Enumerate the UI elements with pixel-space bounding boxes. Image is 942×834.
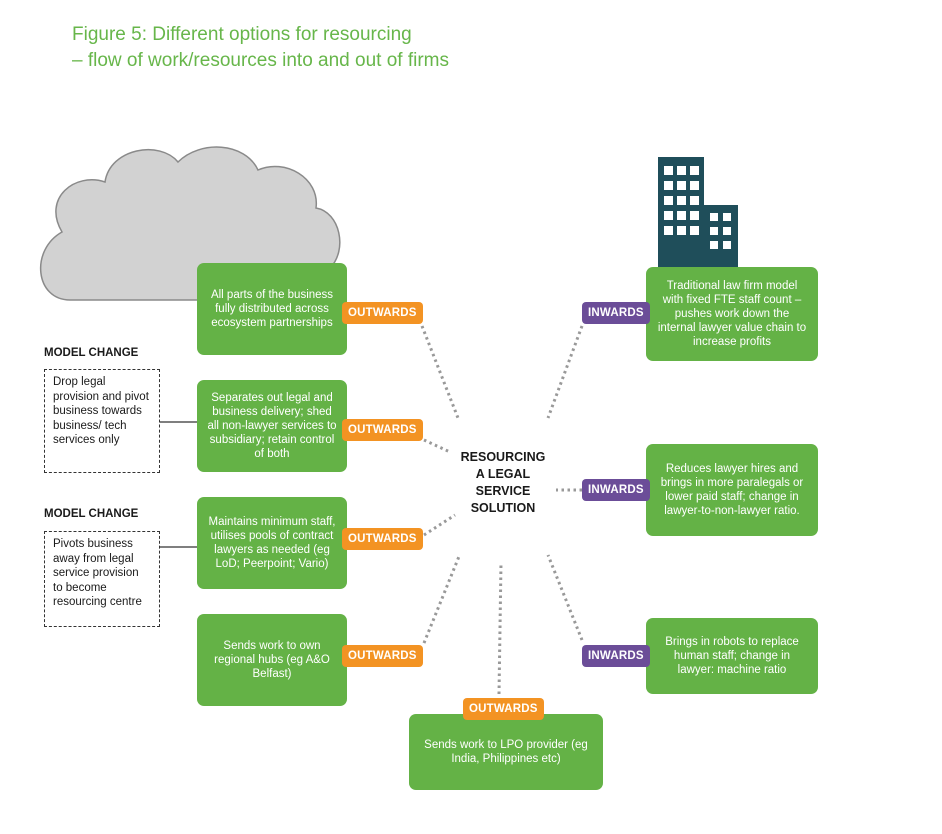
central-label-line-2: A LEGAL: [475, 467, 531, 481]
outwards-box-5: Sends work to LPO provider (eg India, Ph…: [409, 714, 603, 790]
outwards-tag-4: OUTWARDS: [342, 645, 423, 667]
inwards-tag-1: INWARDS: [582, 302, 650, 324]
central-label-line-1: RESOURCING: [460, 450, 546, 464]
connector-outwards-1: [420, 325, 460, 419]
model-change-label-2: MODEL CHANGE: [44, 508, 139, 520]
outwards-box-1: All parts of the business fully distribu…: [197, 263, 347, 355]
central-label: RESOURCING A LEGAL SERVICE SOLUTION: [448, 449, 558, 517]
central-label-line-3: SERVICE: [475, 484, 531, 498]
connector-outwards-5: [497, 561, 503, 695]
outwards-box-3: Maintains minimum staff, utilises pools …: [197, 497, 347, 589]
model-change-box-1: Drop legal provision and pivot business …: [44, 369, 160, 473]
figure-title: Figure 5: Different options for resourci…: [72, 22, 449, 74]
outwards-box-2: Separates out legal and business deliver…: [197, 380, 347, 472]
cloud-icon: [40, 146, 341, 301]
connector-inwards-1: [546, 325, 584, 419]
central-label-line-4: SOLUTION: [470, 501, 536, 515]
figure-title-line-2: – flow of work/resources into and out of…: [72, 50, 449, 71]
inwards-box-2: Reduces lawyer hires and brings in more …: [646, 444, 818, 536]
inwards-tag-2: INWARDS: [582, 479, 650, 501]
model-change-label-1: MODEL CHANGE: [44, 347, 139, 359]
connector-inwards-3: [546, 554, 584, 641]
inwards-tag-3: INWARDS: [582, 645, 650, 667]
model-change-box-2: Pivots business away from legal service …: [44, 531, 160, 627]
outwards-tag-3: OUTWARDS: [342, 528, 423, 550]
inwards-box-3: Brings in robots to replace human staff;…: [646, 618, 818, 694]
connector-outwards-4: [422, 553, 462, 644]
office-building-icon: [658, 157, 738, 269]
connector-outwards-3: [423, 513, 456, 537]
outwards-box-4: Sends work to own regional hubs (eg A&O …: [197, 614, 347, 706]
inwards-box-1: Traditional law firm model with fixed FT…: [646, 267, 818, 361]
connector-outwards-2: [423, 438, 451, 454]
figure-title-line-1: Figure 5: Different options for resourci…: [72, 24, 412, 45]
outwards-tag-5: OUTWARDS: [463, 698, 544, 720]
outwards-tag-2: OUTWARDS: [342, 419, 423, 441]
outwards-tag-1: OUTWARDS: [342, 302, 423, 324]
